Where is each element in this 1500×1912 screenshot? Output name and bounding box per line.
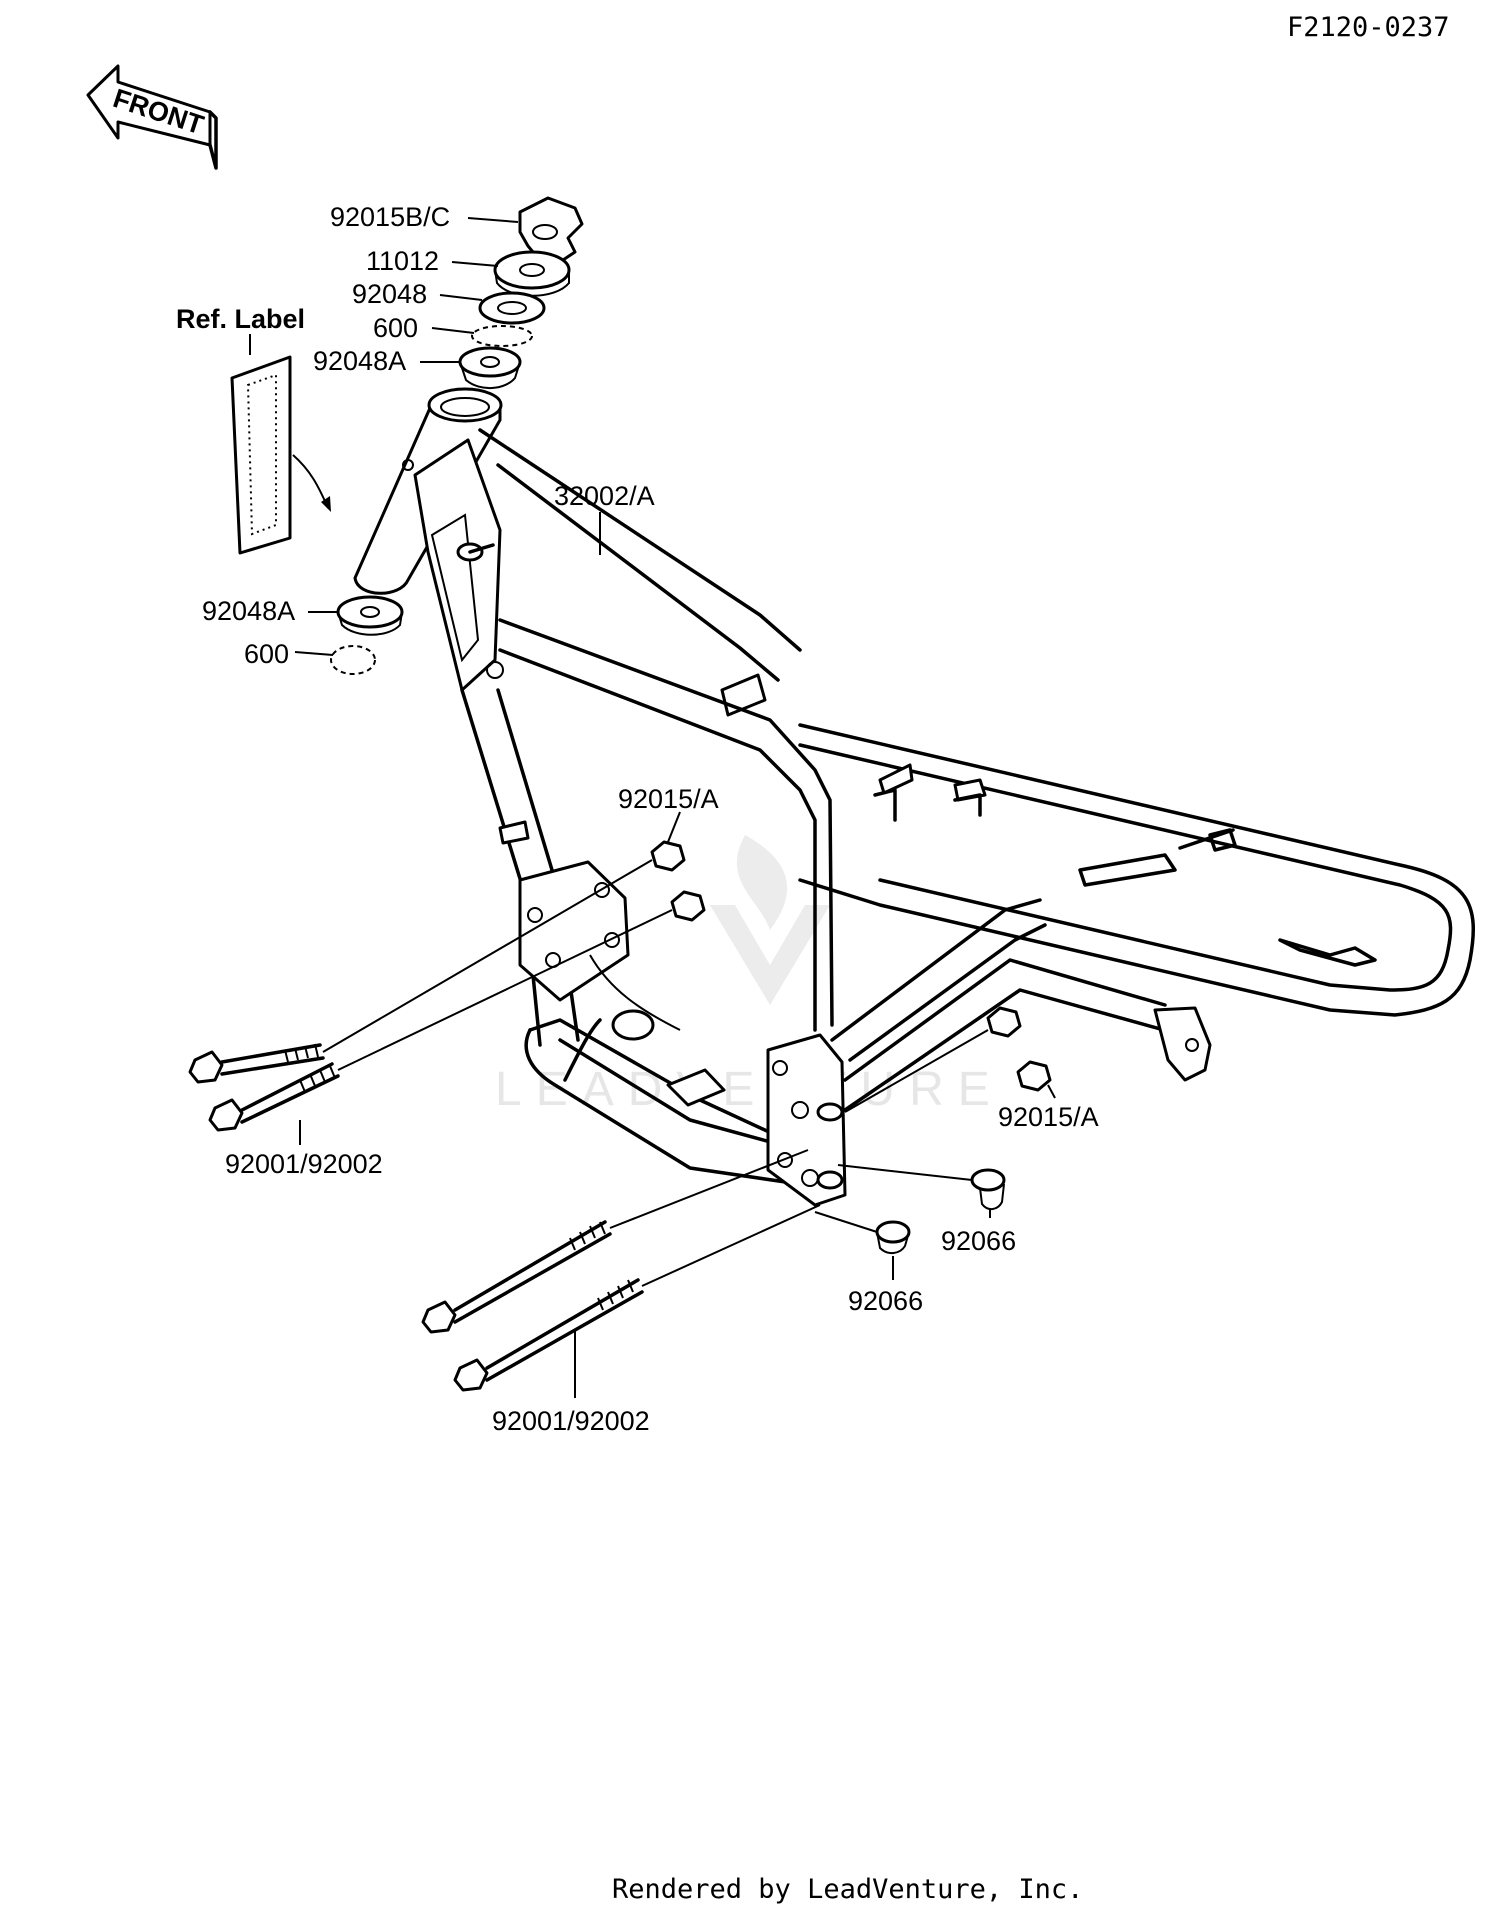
nut-right-lower-icon xyxy=(1016,1060,1052,1092)
nut-right-upper-icon xyxy=(986,1006,1022,1038)
label-lower-balls: 600 xyxy=(244,639,289,669)
bolt-lower-left-icon xyxy=(208,909,673,1132)
label-upper-cone: 92048A xyxy=(313,346,406,376)
plug-right-icon xyxy=(970,1168,1006,1210)
steering-stem-nut-icon xyxy=(518,196,584,264)
label-plug-lower: 92066 xyxy=(848,1286,923,1316)
label-plug-right: 92066 xyxy=(941,1226,1016,1256)
bolt-lower-right-icon xyxy=(453,1204,821,1392)
front-arrow-icon: FRONT xyxy=(86,64,218,170)
label-nut-right: 92015/A xyxy=(998,1102,1099,1132)
upper-balls-icon xyxy=(471,325,533,347)
watermark: LEADVENTURE xyxy=(495,835,1004,1116)
lower-balls-icon xyxy=(330,645,376,675)
motorcycle-frame xyxy=(353,387,1475,1207)
label-steering-stem-nut: 92015B/C xyxy=(330,202,450,232)
stem-cap-icon xyxy=(493,250,571,297)
label-upper-balls: 600 xyxy=(373,313,418,343)
label-upper-race: 92048 xyxy=(352,279,427,309)
bolt-upper-right-icon xyxy=(421,1149,809,1334)
label-bolts-lower: 92001/92002 xyxy=(492,1406,650,1436)
nut-left-lower-icon xyxy=(670,890,706,922)
ref-label-sticker xyxy=(230,355,292,555)
nut-left-upper-icon xyxy=(650,840,686,872)
upper-cone-icon xyxy=(458,346,522,389)
plug-lower-icon xyxy=(875,1220,911,1254)
upper-race-icon xyxy=(478,291,546,325)
bolt-upper-left-icon xyxy=(188,859,653,1084)
label-stem-cap: 11012 xyxy=(366,246,439,276)
footer-credit: Rendered by LeadVenture, Inc. xyxy=(612,1874,1083,1905)
ref-label-caption: Ref. Label xyxy=(176,304,305,334)
watermark-text: LEADVENTURE xyxy=(495,1063,1004,1116)
label-nut-left: 92015/A xyxy=(618,784,719,814)
label-bolts-upper: 92001/92002 xyxy=(225,1149,383,1179)
diagram-code: F2120-0237 xyxy=(1287,12,1450,43)
label-lower-cone: 92048A xyxy=(202,596,295,626)
label-frame: 32002/A xyxy=(554,481,655,511)
lower-cone-icon xyxy=(336,595,404,636)
